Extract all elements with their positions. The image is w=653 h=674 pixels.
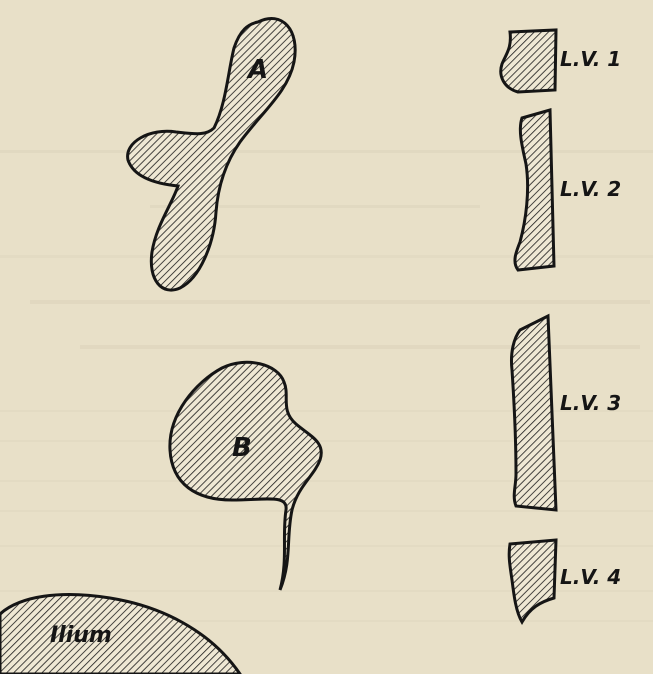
label-lv3: L.V. 3 bbox=[560, 391, 621, 415]
label-ilium: Ilium bbox=[50, 623, 112, 648]
shape-b bbox=[170, 362, 321, 590]
label-shape-a: A bbox=[246, 55, 268, 85]
lv3-shape bbox=[511, 316, 556, 510]
ilium-shape bbox=[0, 595, 240, 674]
label-lv4: L.V. 4 bbox=[560, 565, 621, 589]
shape-a bbox=[128, 18, 296, 290]
label-shape-b: B bbox=[232, 433, 252, 463]
lv4-shape bbox=[509, 540, 556, 622]
lv2-shape bbox=[515, 110, 554, 270]
label-lv2: L.V. 2 bbox=[560, 177, 621, 201]
label-lv1: L.V. 1 bbox=[560, 47, 621, 71]
lv1-shape bbox=[501, 30, 556, 92]
